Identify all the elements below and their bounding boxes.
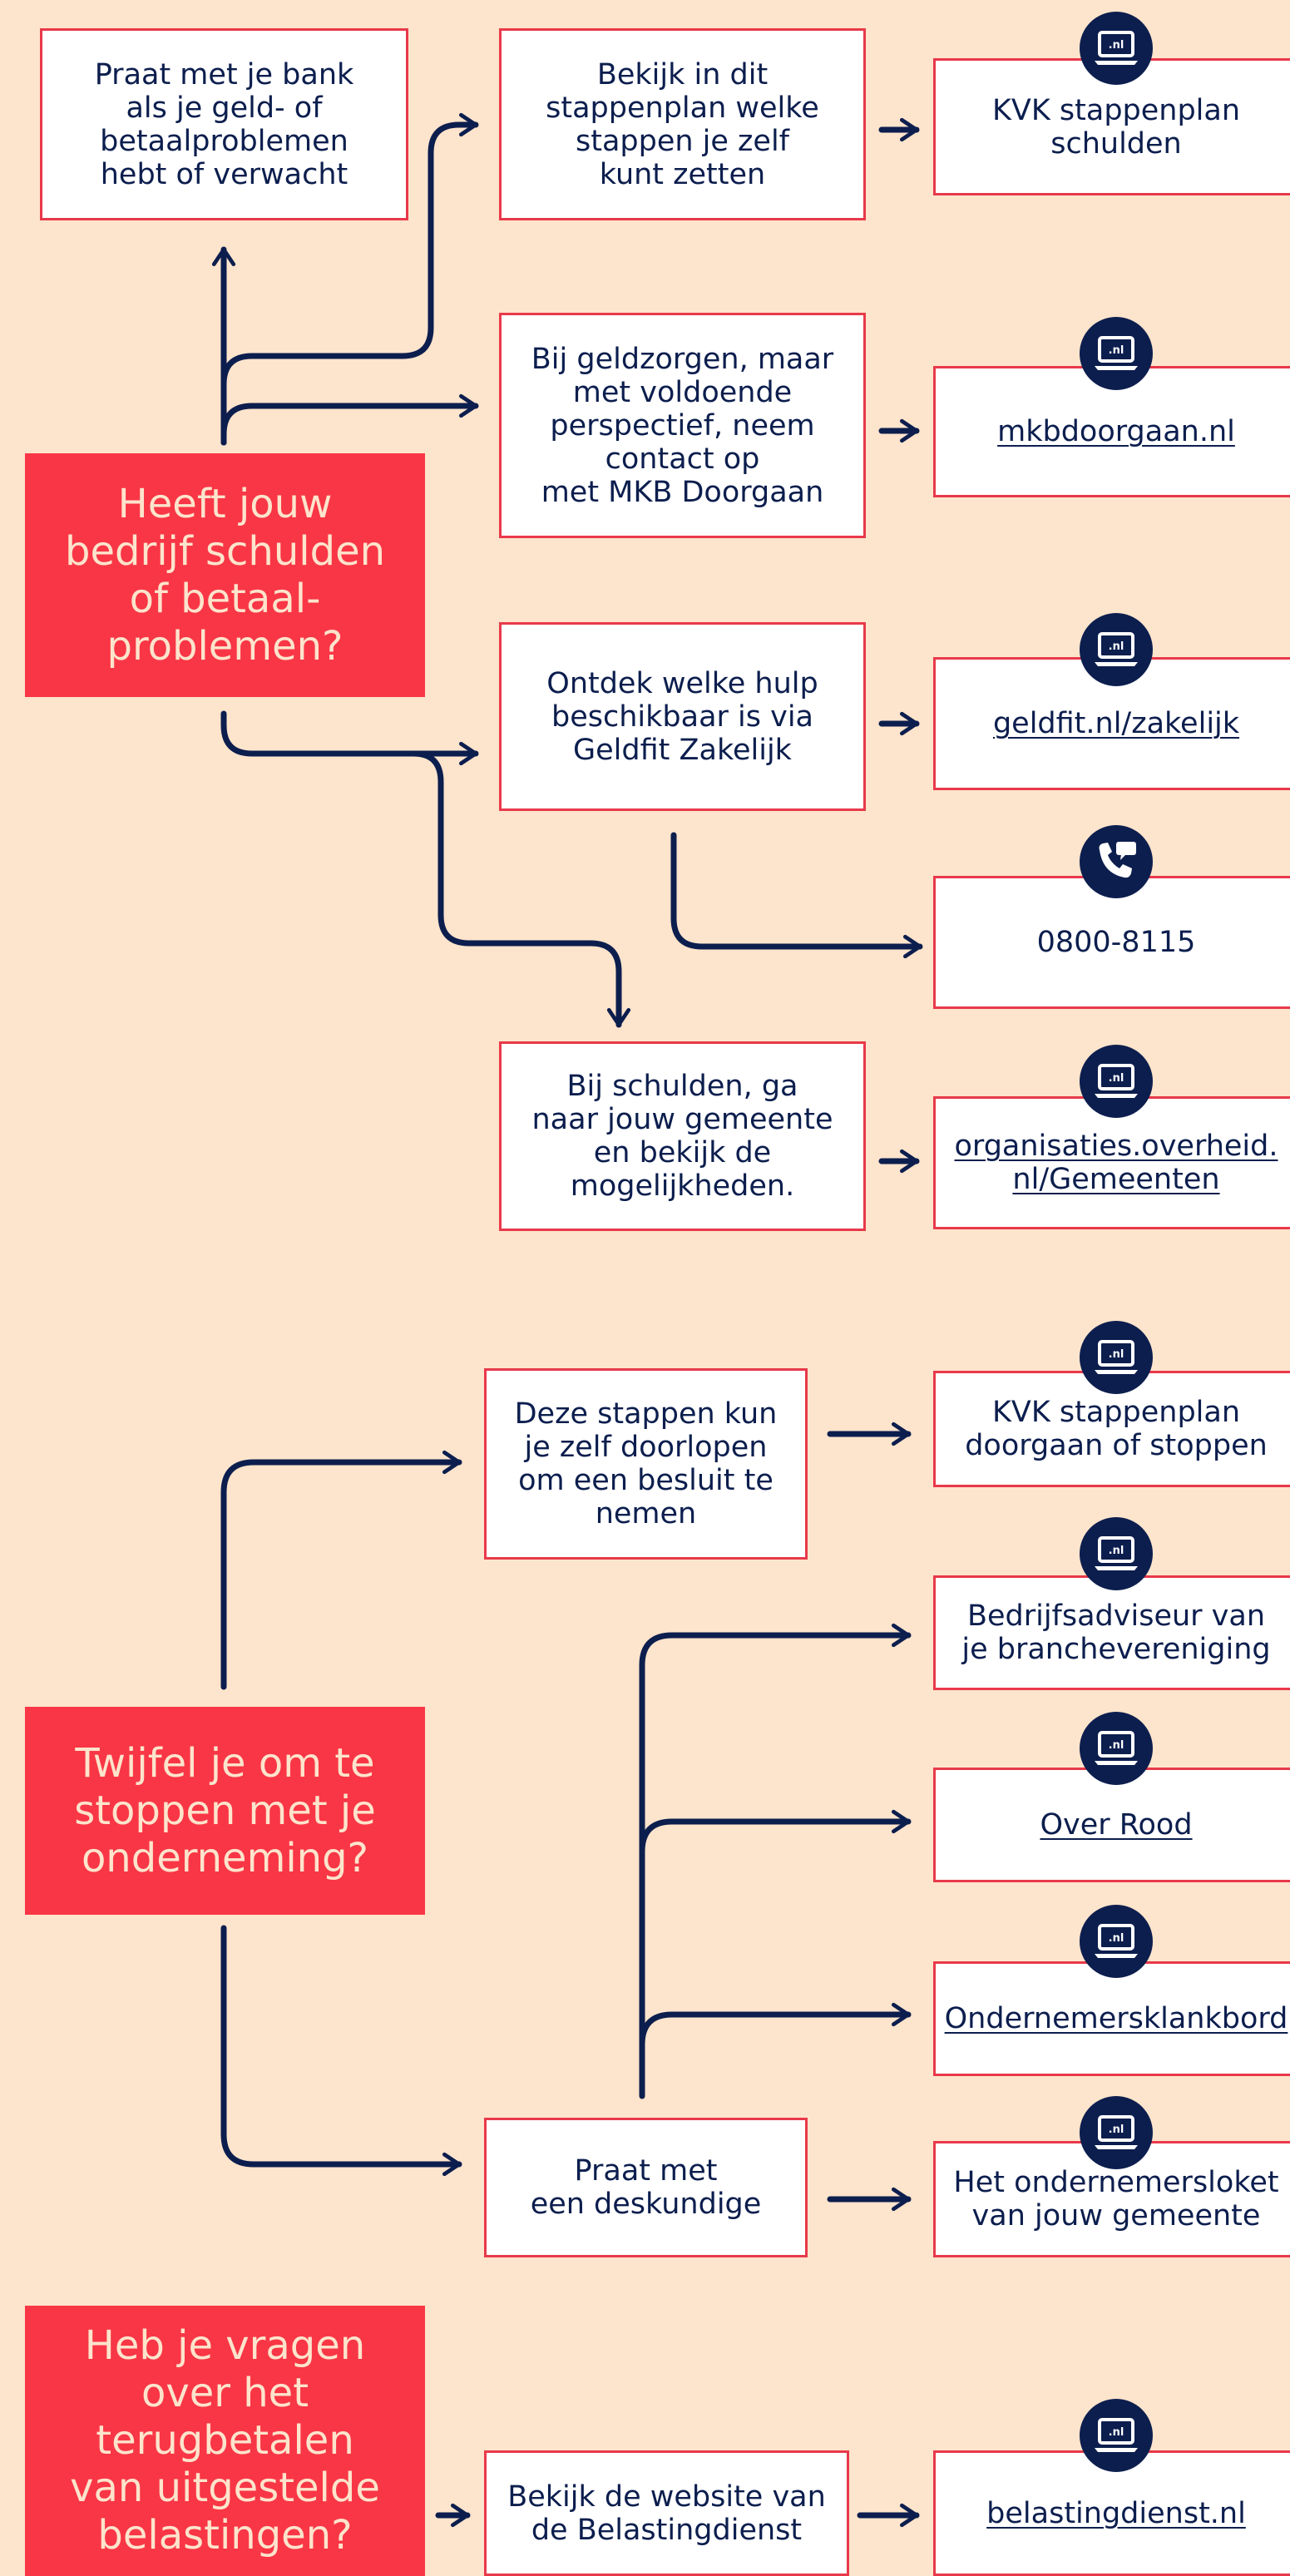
laptop-icon: .nl [1080, 1321, 1153, 1394]
connector-q2-doorlopen [220, 1450, 462, 1690]
geldfit-link-text[interactable]: geldfit.nl/zakelijk [992, 707, 1240, 740]
laptop-icon: .nl [1080, 2096, 1153, 2169]
badge-nl-text: .nl [1109, 640, 1124, 653]
badge-nl-text: .nl [1109, 1545, 1124, 1557]
laptop-icon: .nl [1080, 1905, 1153, 1978]
step-bank: Praat met je bank als je geld- of betaal… [40, 28, 408, 220]
badge-nl-text: .nl [1109, 1348, 1124, 1361]
klankbord-link-text[interactable]: Ondernemersklankbord [944, 2002, 1288, 2035]
badge-nl-text: .nl [1109, 2124, 1124, 2136]
laptop-icon: .nl [1080, 12, 1153, 85]
overheid-link-text[interactable]: organisaties.overheid. nl/Gemeenten [954, 1130, 1278, 1196]
laptop-icon: .nl [1080, 317, 1153, 390]
connector-deskundige-branche [639, 1623, 912, 2099]
laptop-icon: .nl [1080, 1517, 1153, 1590]
connector-deskundige-klankbord [639, 2002, 912, 2048]
connector-geldfit-phone [670, 832, 923, 959]
badge-nl-text: .nl [1109, 1739, 1124, 1752]
resource-klankbord-link[interactable]: Ondernemersklankbord [933, 1961, 1290, 2076]
step-doorlopen: Deze stappen kun je zelf doorlopen om ee… [484, 1368, 808, 1560]
connector-q1-geldfit [220, 710, 479, 766]
badge-nl-text: .nl [1109, 1932, 1124, 1945]
mkbdoorgaan-link-text[interactable]: mkbdoorgaan.nl [997, 415, 1235, 448]
belastingdienst-link-text[interactable]: belastingdienst.nl [986, 2496, 1246, 2530]
question-belastingen: Heb je vragen over het terugbetalen van … [25, 2306, 425, 2576]
badge-nl-text: .nl [1109, 2426, 1124, 2439]
laptop-icon: .nl [1080, 613, 1153, 686]
step-stappenplan: Bekijk in dit stappenplan welke stappen … [499, 28, 866, 220]
badge-nl-text: .nl [1109, 1072, 1124, 1085]
connector-deskundige-overrood [639, 1809, 912, 1855]
step-geldfit: Ontdek welke hulp beschikbaar is via Gel… [499, 622, 866, 811]
overrood-link-text[interactable]: Over Rood [1040, 1808, 1193, 1842]
connector-q1-gemeente [410, 750, 631, 1028]
resource-overrood-link[interactable]: Over Rood [933, 1768, 1290, 1882]
badge-nl-text: .nl [1109, 344, 1124, 357]
step-deskundige: Praat met een deskundige [484, 2118, 808, 2257]
phone-chat-icon [1080, 825, 1153, 898]
laptop-icon: .nl [1080, 2399, 1153, 2472]
resource-branchevereniging[interactable]: Bedrijfsadviseur van je brancheverenigin… [933, 1575, 1290, 1690]
step-gemeente: Bij schulden, ga naar jouw gemeente en b… [499, 1041, 866, 1231]
laptop-icon: .nl [1080, 1045, 1153, 1118]
step-geldzorgen: Bij geldzorgen, maar met voldoende persp… [499, 313, 866, 538]
laptop-icon: .nl [1080, 1712, 1153, 1785]
question-schulden: Heeft jouw bedrijf schulden of betaal- p… [25, 453, 425, 697]
connector-q1-stappenplan [220, 112, 479, 446]
question-stoppen: Twijfel je om te stoppen met je ondernem… [25, 1707, 425, 1915]
step-belastingdienst-web: Bekijk de website van de Belastingdienst [484, 2450, 849, 2576]
connector-q2-deskundige [220, 1925, 462, 2177]
badge-nl-text: .nl [1109, 39, 1124, 52]
connector-q1-geldzorgen [220, 393, 479, 446]
